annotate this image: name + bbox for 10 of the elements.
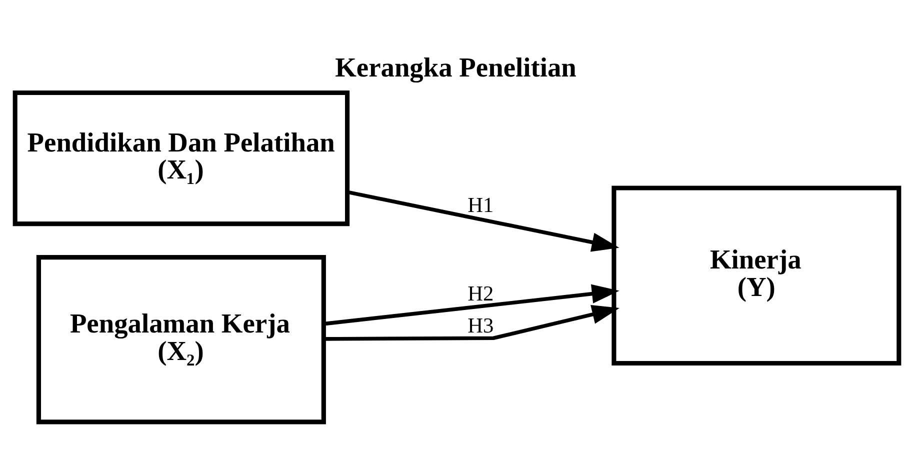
arrow: [347, 190, 620, 252]
edge-label: H2: [468, 280, 494, 305]
node-box: Pengalaman Kerja (X₂): [36, 254, 326, 424]
node-box: Kinerja (Y): [612, 185, 902, 366]
arrow: [324, 304, 620, 340]
edge-label: H3: [468, 312, 494, 337]
edge-label: H1: [468, 192, 494, 216]
node-box: Pendidikan Dan Pelatihan (X₁): [12, 90, 350, 226]
arrow: [324, 284, 620, 326]
diagram-title: Kerangka Penelitian: [335, 52, 576, 82]
